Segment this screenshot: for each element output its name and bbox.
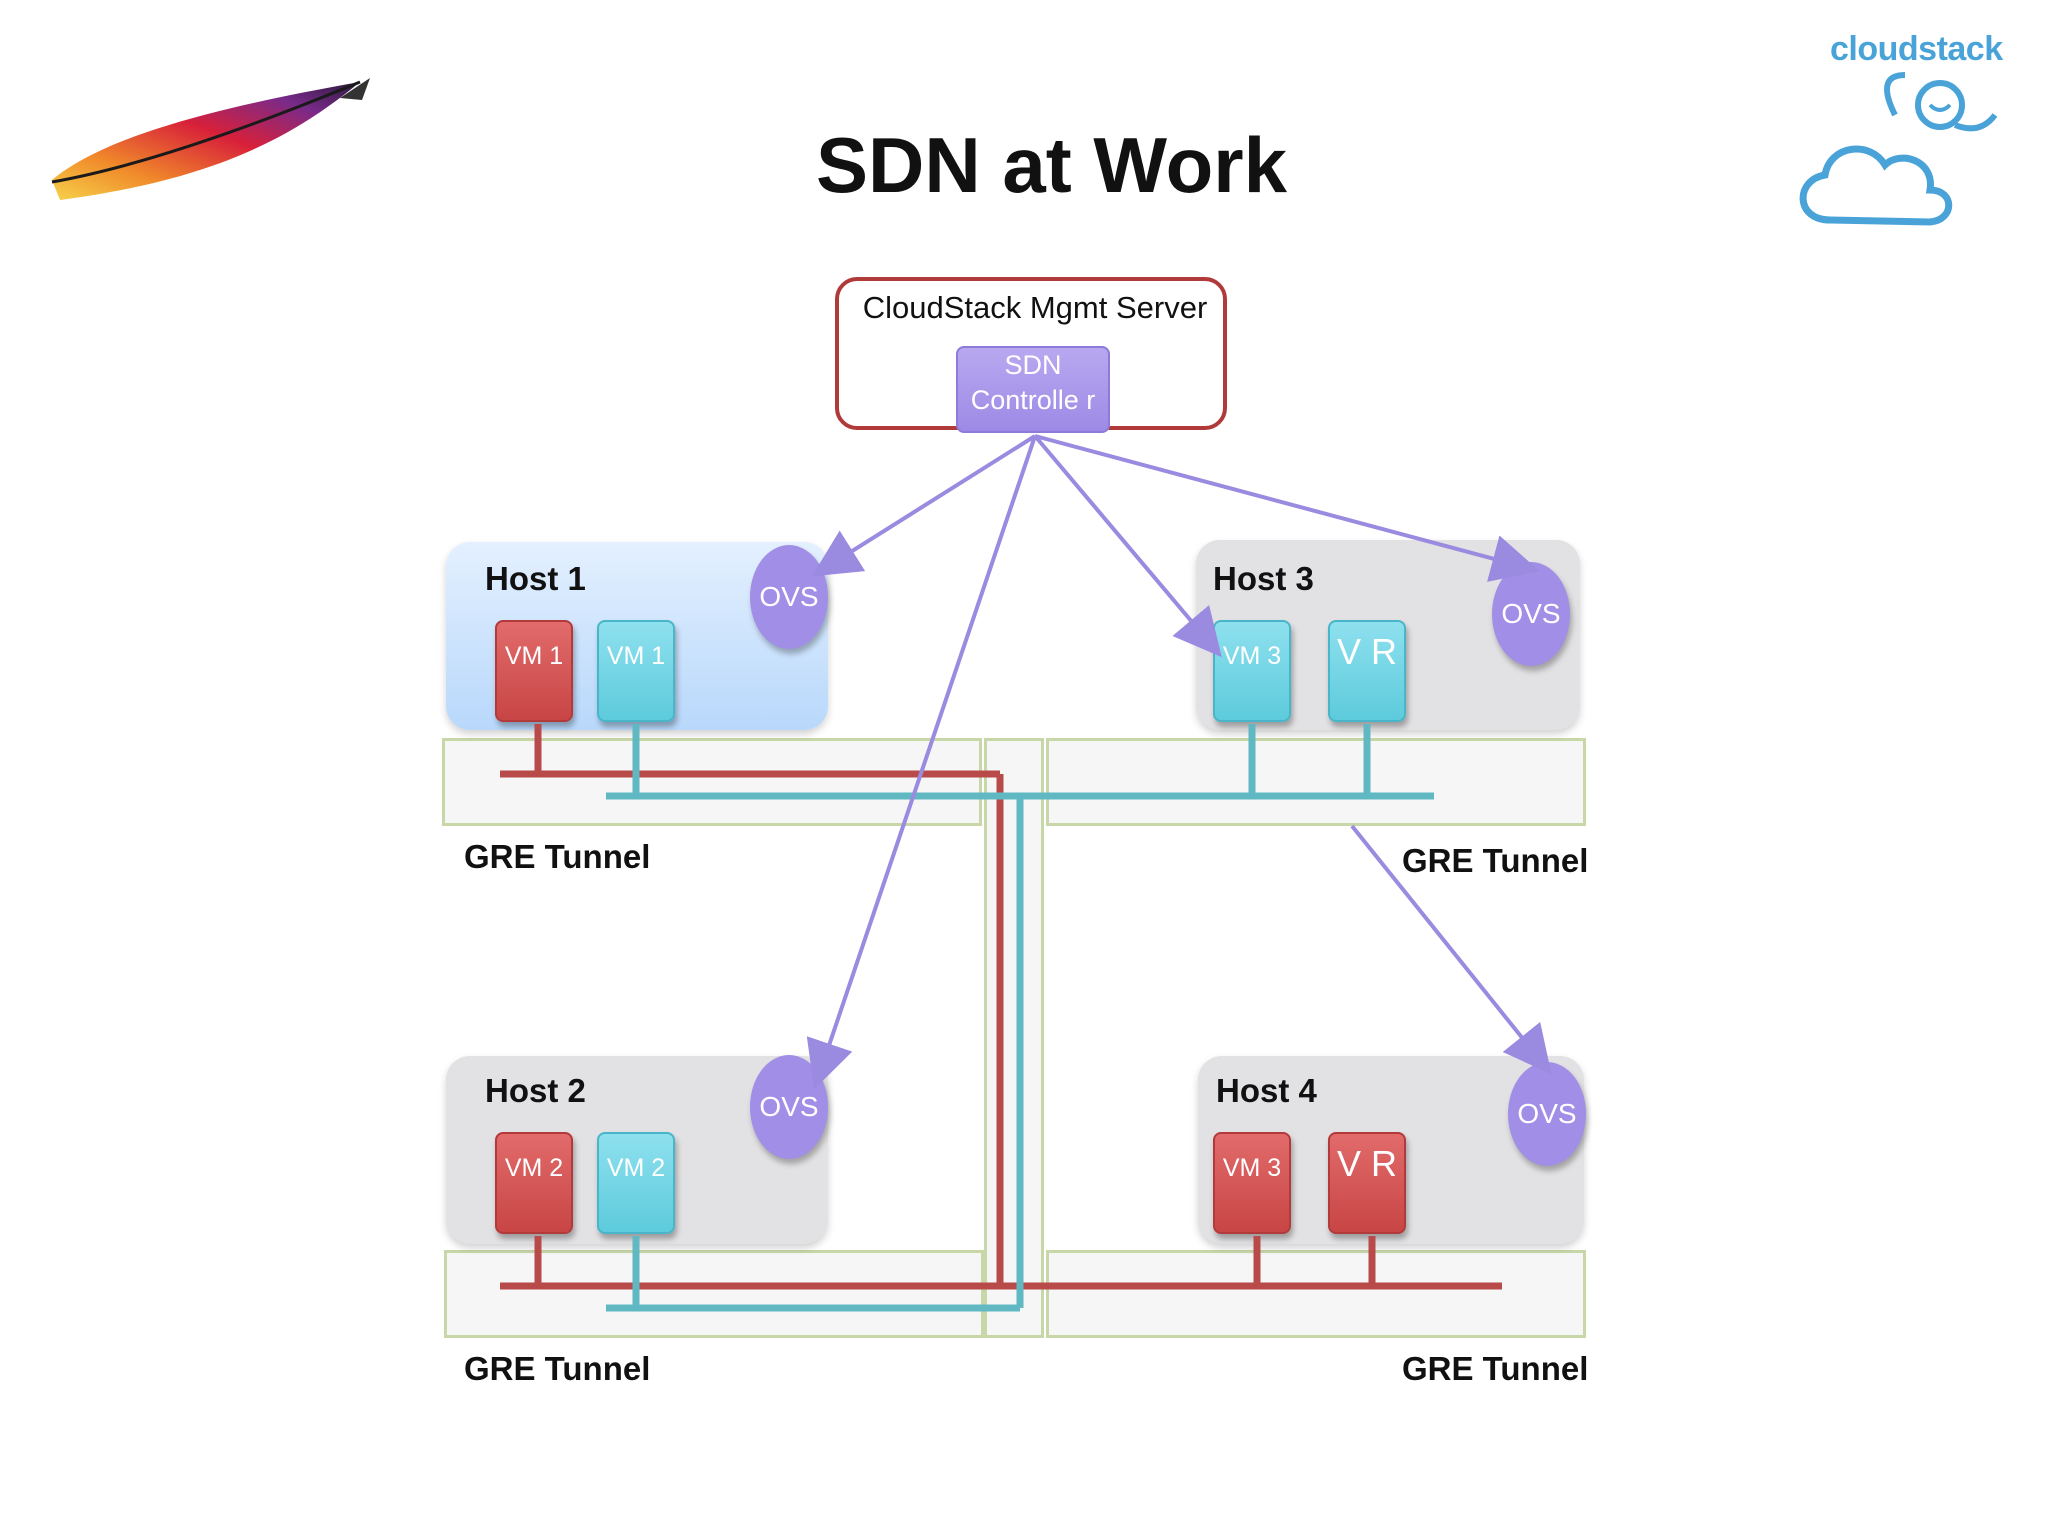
tunnel-panel	[442, 738, 982, 826]
host-2-label: Host 2	[485, 1072, 586, 1109]
tunnel-panel	[984, 738, 1044, 1338]
gre-tunnel-label: GRE Tunnel	[464, 1350, 651, 1387]
host-4-ovs: OVS	[1508, 1062, 1586, 1166]
host-3-vr-cyan: V R	[1328, 620, 1406, 722]
tunnel-panel	[1046, 1250, 1586, 1338]
host-1-vm-cyan: VM 1	[597, 620, 675, 722]
gre-tunnel-label: GRE Tunnel	[1402, 1350, 1589, 1387]
host-1-vm-red: VM 1	[495, 620, 573, 722]
mgmt-server-label: CloudStack Mgmt Server	[862, 290, 1208, 325]
host-4-vr-red: V R	[1328, 1132, 1406, 1234]
host-2-vm-red: VM 2	[495, 1132, 573, 1234]
host-3-label: Host 3	[1213, 560, 1314, 597]
slide-title: SDN at Work	[816, 121, 1287, 209]
host-2-vm-cyan: VM 2	[597, 1132, 675, 1234]
brand-name: cloudstack	[1830, 30, 2003, 68]
sdn-controller: SDN Controlle r	[956, 346, 1110, 433]
control-lines	[806, 434, 1552, 1090]
tunnel-panel	[444, 1250, 984, 1338]
host-3-vm-cyan: VM 3	[1213, 620, 1291, 722]
cyan-network	[606, 724, 1434, 1312]
feather-logo-icon	[51, 78, 370, 200]
gre-tunnel-label: GRE Tunnel	[464, 838, 651, 875]
red-network	[500, 724, 1502, 1290]
host-4-label: Host 4	[1216, 1072, 1317, 1109]
monkey-cloud-logo-icon	[1799, 72, 1998, 226]
host-4-vm-red: VM 3	[1213, 1132, 1291, 1234]
host-1-label: Host 1	[485, 560, 586, 597]
gre-tunnel-label: GRE Tunnel	[1402, 842, 1589, 879]
tunnel-panel	[1046, 738, 1586, 826]
